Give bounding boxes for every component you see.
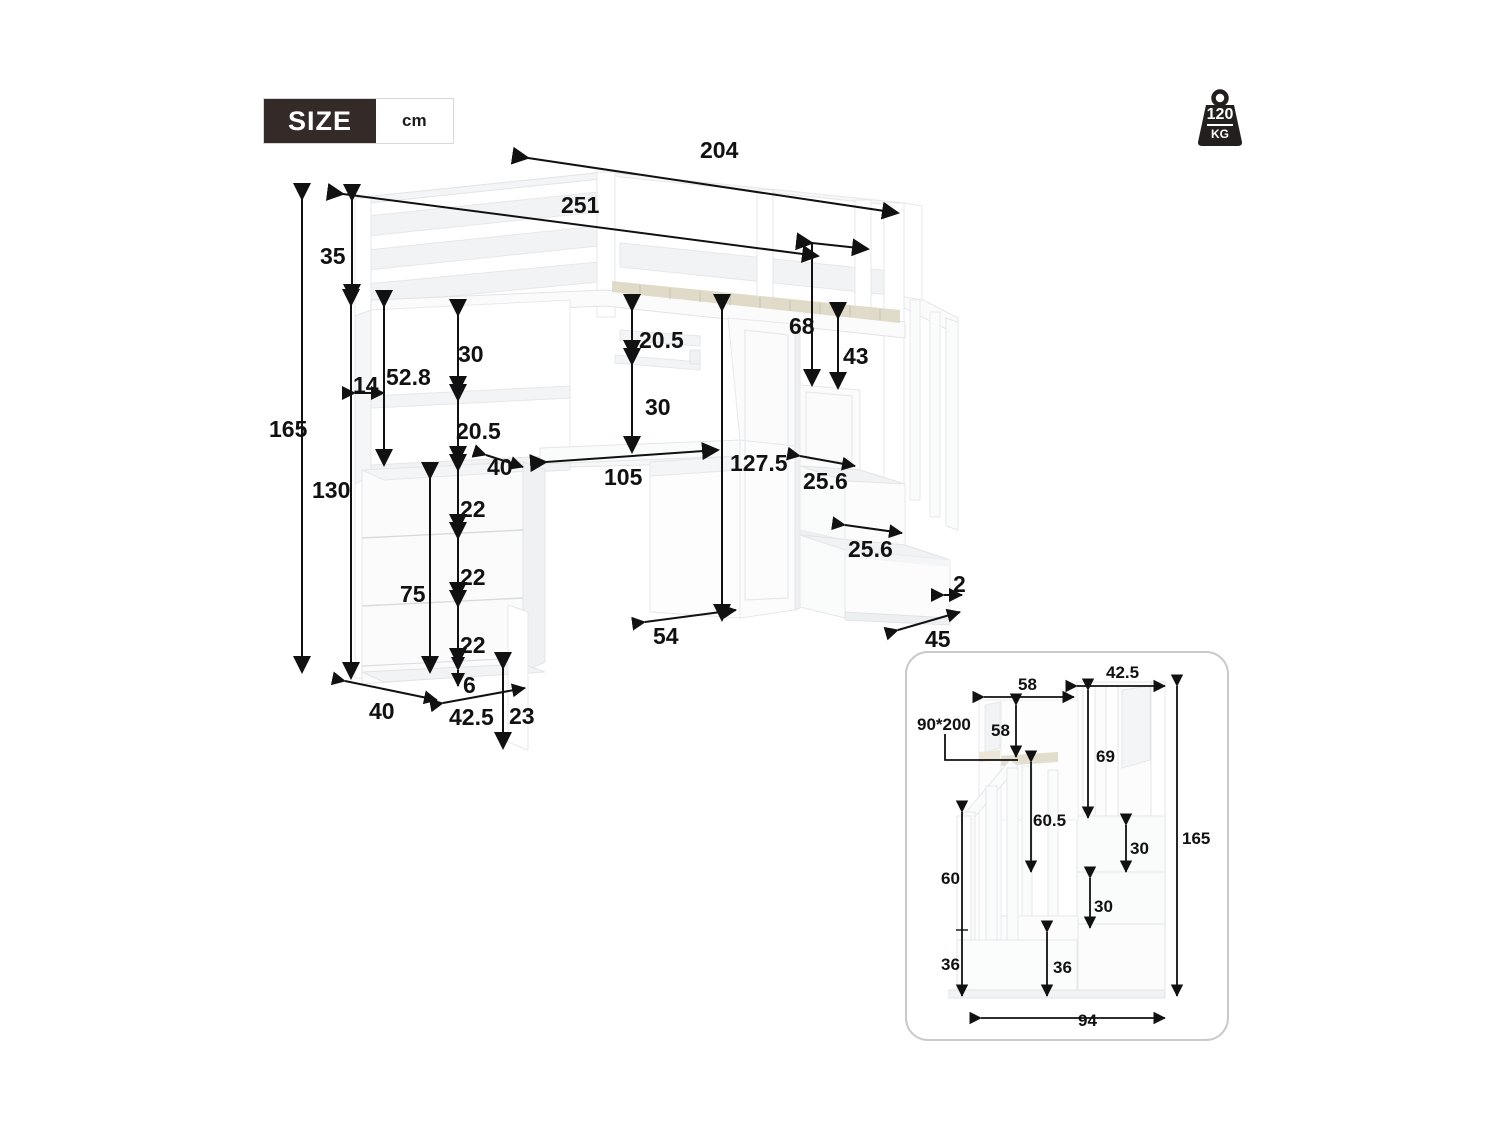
dim-guardrail-height: 35 xyxy=(320,243,346,269)
dim-inset-upper-width: 58 xyxy=(1018,675,1037,694)
dim-overall-depth-top: 204 xyxy=(700,137,739,163)
dim-cabinet-width-left: 42.5 xyxy=(449,704,494,730)
dim-wardrobe-inner-gap: 30 xyxy=(645,394,671,420)
dim-stair-top-drop: 68 xyxy=(789,313,815,339)
dim-cabinet-depth-left: 40 xyxy=(369,698,395,724)
inset-dimension-lines xyxy=(944,674,1184,1025)
dim-overall-length-top: 251 xyxy=(561,192,600,218)
dim-drawer-stack-height: 75 xyxy=(400,581,426,607)
dim-inset-stair-height: 60 xyxy=(941,869,960,888)
dim-inset-mattress-label: 90*200 xyxy=(917,715,971,734)
dim-shelf-lower-gap: 20.5 xyxy=(456,418,501,444)
dim-front-leg-height: 23 xyxy=(509,703,535,729)
size-badge-unit: cm xyxy=(376,99,453,143)
dim-drawer-two: 22 xyxy=(460,564,486,590)
dim-stair-tread-upper: 25.6 xyxy=(803,468,848,494)
dim-desk-width: 105 xyxy=(604,464,643,490)
dim-inset-headboard: 58 xyxy=(991,721,1010,740)
dim-stair-rail-height: 43 xyxy=(843,343,869,369)
dim-wardrobe-depth: 54 xyxy=(653,623,679,649)
dim-inset-guard-height: 69 xyxy=(1096,747,1115,766)
dim-stair-side-thickness: 2 xyxy=(953,571,966,597)
dim-under-bed-height: 130 xyxy=(312,477,351,503)
dim-inset-rail-width: 42.5 xyxy=(1106,663,1140,682)
dim-drawer-one: 22 xyxy=(460,496,486,522)
weight-value: 120 xyxy=(1206,106,1234,126)
dim-total-height: 165 xyxy=(269,416,308,442)
size-badge-label: SIZE xyxy=(264,99,377,143)
dim-shelf-depth: 14 xyxy=(353,372,379,398)
dim-stair-tread-lower: 25.6 xyxy=(848,536,893,562)
dim-inset-overall-width: 94 xyxy=(1078,1011,1097,1030)
weight-badge-text: 120 KG xyxy=(1189,88,1251,150)
dim-inset-drawer-upper: 30 xyxy=(1130,839,1149,858)
dim-shelf-unit-height: 52.8 xyxy=(386,364,431,390)
size-badge: SIZE cm xyxy=(263,98,454,144)
dim-drawer-three: 22 xyxy=(460,632,486,658)
dim-inset-bed-height: 60.5 xyxy=(1033,811,1067,830)
dim-shelf-upper-gap: 30 xyxy=(458,341,484,367)
dim-shelf-width: 40 xyxy=(487,454,513,480)
dim-stair-base-depth: 45 xyxy=(925,626,951,652)
weight-icon xyxy=(1197,89,1243,146)
dim-inset-total-height: 165 xyxy=(1182,829,1211,848)
dim-inset-drawer-lower: 30 xyxy=(1094,897,1113,916)
dim-hanger-rail-gap: 20.5 xyxy=(639,327,684,353)
dim-inset-base-left: 36 xyxy=(941,955,960,974)
weight-capacity-badge: 120 KG xyxy=(1189,88,1251,150)
dim-plinth-height: 6 xyxy=(463,672,476,698)
main-dimension-lines xyxy=(293,146,963,750)
weight-unit: KG xyxy=(1211,126,1229,141)
dim-wardrobe-height: 127.5 xyxy=(730,450,788,476)
dim-inset-base-mid: 36 xyxy=(1053,958,1072,977)
